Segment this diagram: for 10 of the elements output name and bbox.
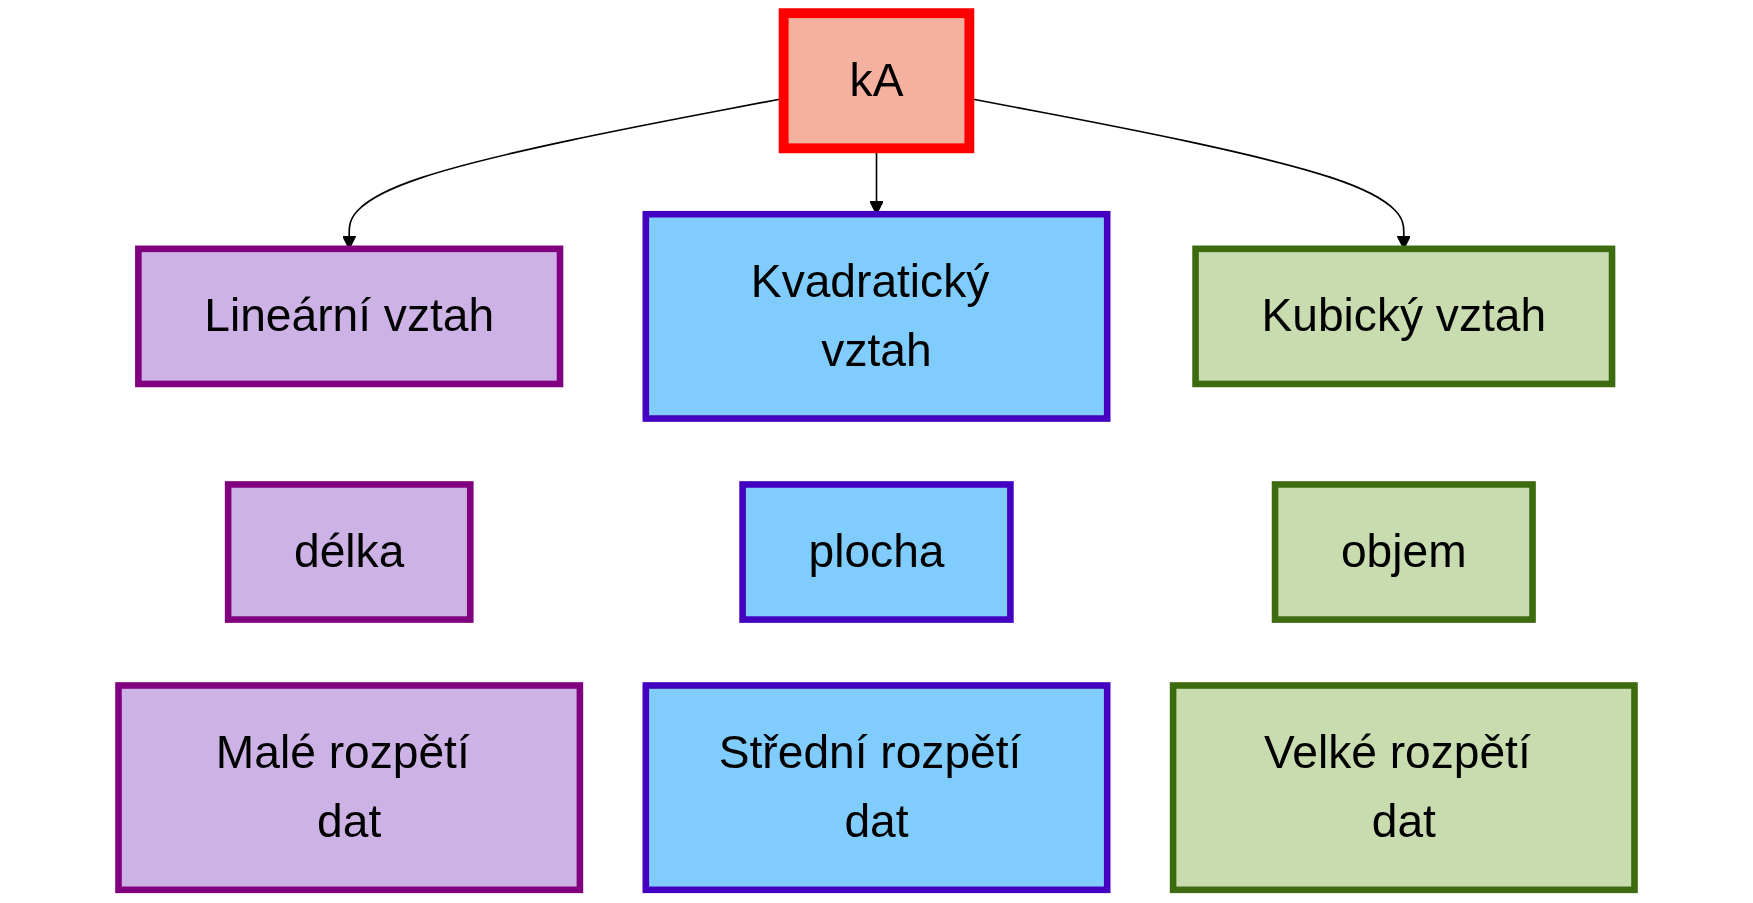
node-box: Kubický vztah (1192, 245, 1616, 388)
node-box: kA (778, 8, 975, 154)
node-box: délka (224, 481, 474, 623)
node-box: objem (1271, 481, 1536, 623)
node-box: Velké rozpětí dat (1169, 682, 1638, 894)
node-box: Kvadratický vztah (642, 210, 1111, 422)
node-box: Střední rozpětí dat (642, 682, 1111, 894)
node-box: Malé rozpětí dat (115, 682, 584, 894)
node-box: plocha (739, 481, 1014, 623)
node-box: Lineární vztah (135, 245, 564, 388)
